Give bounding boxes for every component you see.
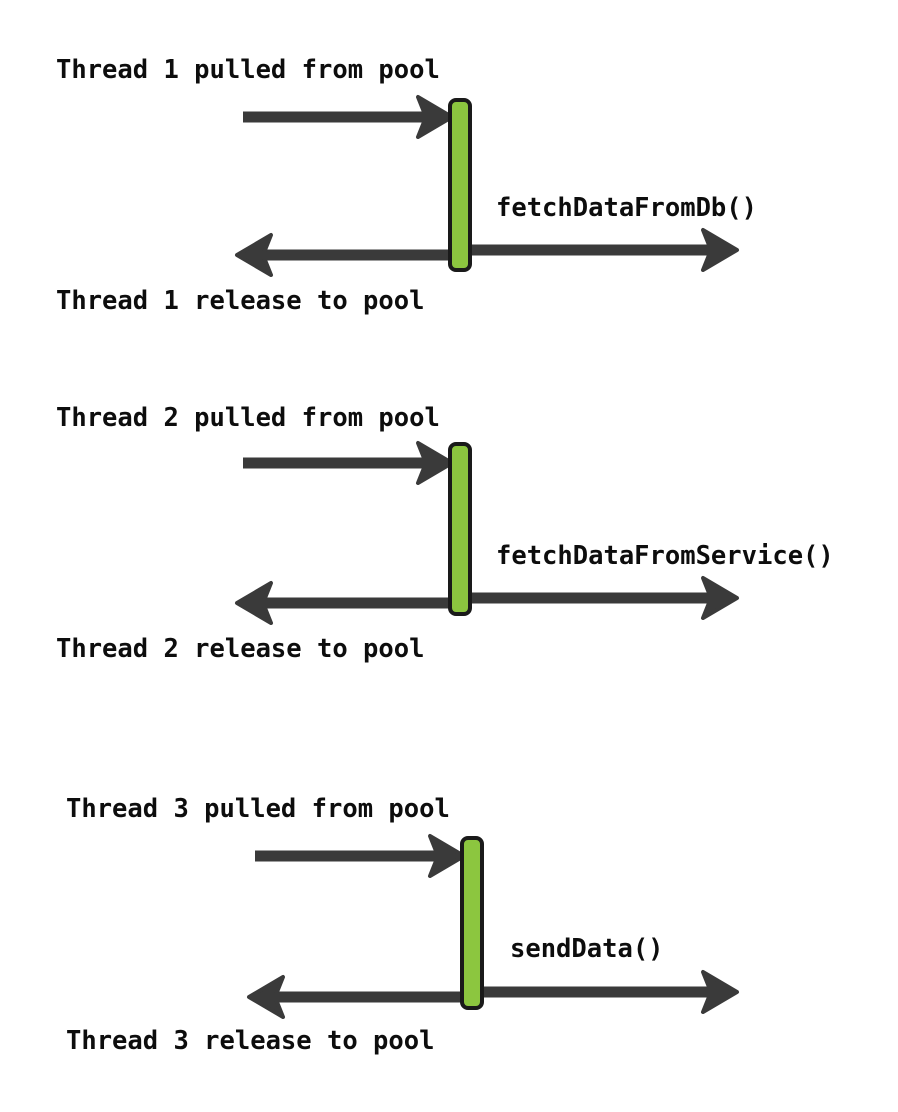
thread-3-call-arrow-head [701,970,739,1014]
thread-1-activation-bar [448,98,472,272]
thread-3-pull-arrow-head [428,834,466,878]
thread-2-pull-arrow [243,441,454,485]
thread-3-call-arrow [480,970,739,1014]
thread-2-release-arrow [235,581,452,625]
thread-2-activation-bar [448,442,472,616]
thread-1-pull-arrow [243,95,454,139]
thread-2-pulled-label: Thread 2 pulled from pool [56,403,440,433]
thread-3-release-arrow-head [247,975,285,1019]
thread-1-release-arrow-head [235,233,273,277]
thread-1-call-arrow-head [701,228,739,272]
thread-2-call-arrow-head [701,576,739,620]
thread-3-pull-arrow [255,834,466,878]
thread-3-call-label: sendData() [510,934,664,964]
thread-3-release-label: Thread 3 release to pool [66,1026,435,1056]
thread-2-group [235,441,739,625]
thread-2-call-arrow [468,576,739,620]
thread-3-group [247,834,739,1019]
thread-2-release-label: Thread 2 release to pool [56,634,425,664]
thread-2-release-arrow-head [235,581,273,625]
thread-1-release-label: Thread 1 release to pool [56,286,425,316]
thread-3-activation-bar [460,836,484,1010]
thread-1-call-label: fetchDataFromDb() [496,193,757,223]
thread-2-pull-arrow-head [416,441,454,485]
thread-1-call-arrow [468,228,739,272]
thread-1-group [235,95,739,277]
thread-1-pulled-label: Thread 1 pulled from pool [56,55,440,85]
thread-3-release-arrow [247,975,464,1019]
thread-3-pulled-label: Thread 3 pulled from pool [66,794,450,824]
thread-1-pull-arrow-head [416,95,454,139]
thread-1-release-arrow [235,233,452,277]
thread-2-call-label: fetchDataFromService() [496,541,834,571]
